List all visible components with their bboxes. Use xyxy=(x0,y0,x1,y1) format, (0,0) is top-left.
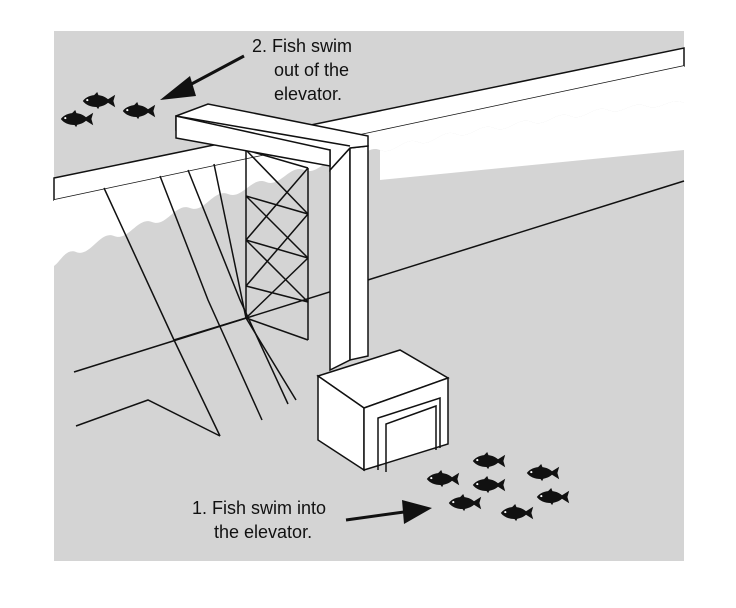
dam-face xyxy=(54,66,684,266)
step-1-line-1: 1. Fish swim into xyxy=(192,498,327,518)
elevator-box xyxy=(316,349,450,472)
upstream-reservoir xyxy=(380,101,684,180)
step-2-line-1: 2. Fish swim xyxy=(252,36,353,56)
lattice-tower xyxy=(245,149,309,341)
step-1-label: 1. Fish swim into the elevator. xyxy=(192,496,326,544)
spillway xyxy=(75,163,297,437)
elevator-column-side xyxy=(349,145,369,361)
elevator-beam-front xyxy=(175,115,331,167)
step-2-line-3: elevator. xyxy=(274,84,343,104)
step-2-label: 2. Fish swim out of the elevator. xyxy=(252,34,352,106)
elevator-column xyxy=(329,146,351,372)
arrow-icon xyxy=(345,500,432,524)
step-1-line-2: the elevator. xyxy=(214,522,313,542)
arrow-icon xyxy=(160,54,245,100)
step-2-line-2: out of the xyxy=(274,60,350,80)
